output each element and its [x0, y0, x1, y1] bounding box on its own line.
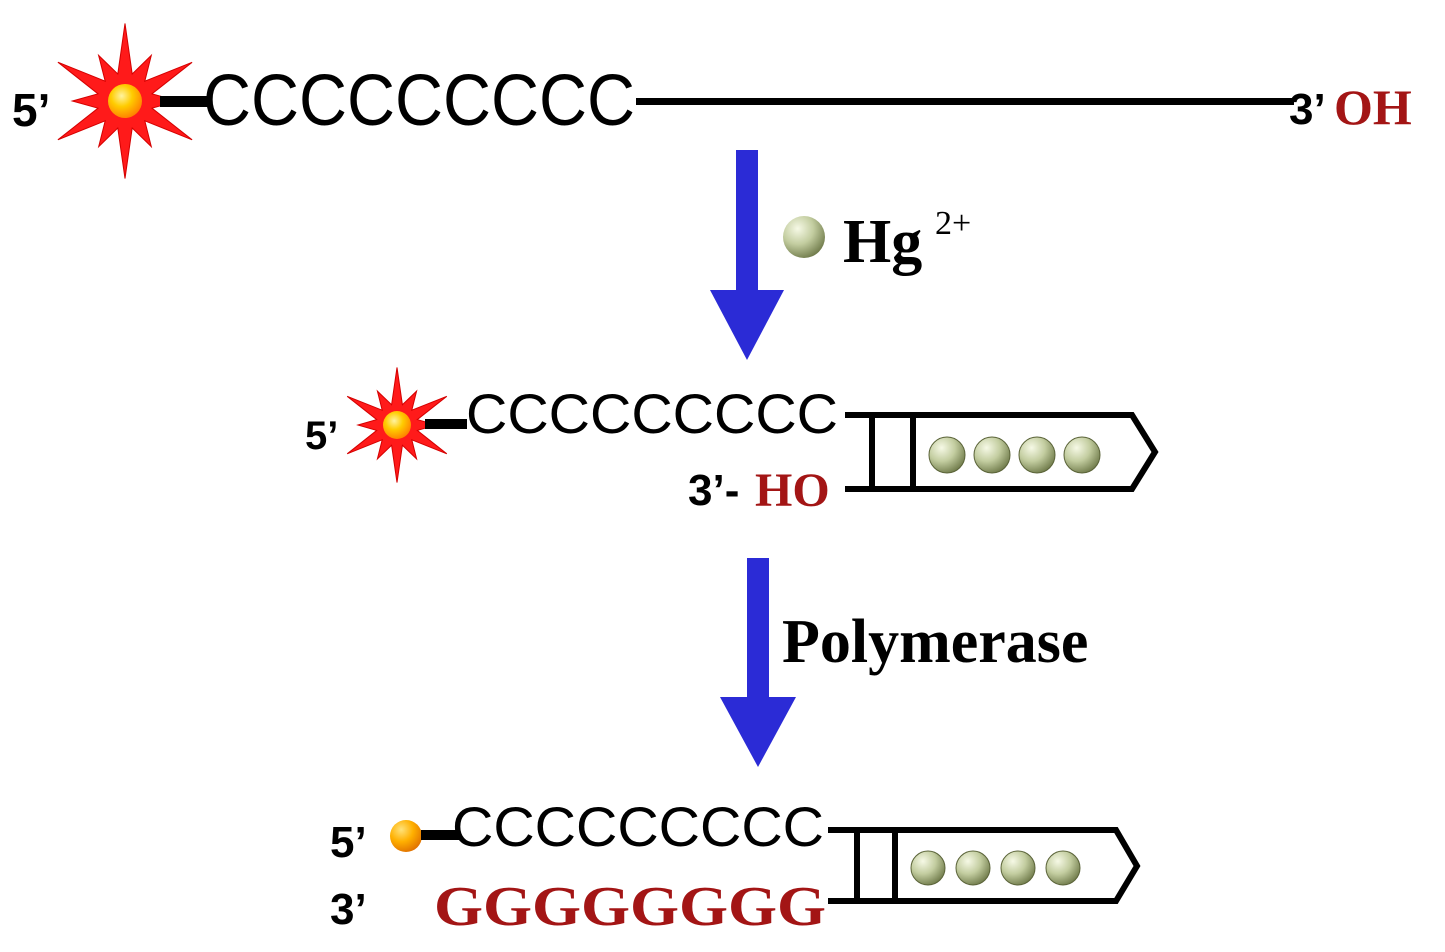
step3-mercury-balls	[910, 850, 1081, 886]
step1-five-prime: 5’	[12, 84, 50, 136]
mercury-ion-green-ball-icon	[973, 436, 1011, 474]
mercury-ion-green-ball-icon	[1018, 436, 1056, 474]
mercury-ion-green-ball-icon	[928, 436, 966, 474]
step1-linker	[160, 96, 208, 107]
step3-hairpin	[828, 827, 1141, 904]
mercury-ion-green-ball-icon	[1000, 850, 1036, 886]
step2-mercury-balls	[928, 436, 1101, 474]
step1-three-prime: 3’	[1289, 85, 1326, 134]
step2-three-prime: 3’-	[688, 466, 739, 515]
mercury-ion-green-ball-icon	[1045, 850, 1081, 886]
arrow1-label-base: Hg	[843, 208, 922, 276]
arrow1-down-arrow-icon	[710, 150, 784, 360]
arrow1-label-sup: 2+	[935, 205, 971, 242]
step1-sequence: CCCCCCCCC	[203, 61, 635, 141]
step2-terminal-ho: HO	[755, 464, 830, 517]
step3-three-prime: 3’	[330, 885, 367, 934]
mercury-ion-green-ball-icon	[1063, 436, 1101, 474]
step2-strand: 5’ CCCCCCCCC 3’- HO	[305, 367, 1159, 517]
step2-sequence: CCCCCCCCC	[466, 382, 838, 445]
mercury-ion-green-ball-icon	[783, 216, 825, 258]
mercury-ion-green-ball-icon	[955, 850, 991, 886]
step2-five-prime: 5’	[305, 414, 338, 458]
step3-quenched-orange-ball-icon	[390, 820, 422, 852]
step2-linker	[425, 419, 467, 429]
step3-linker	[421, 830, 459, 840]
step1-backbone-line	[636, 98, 1294, 105]
step1-fluorophore-starburst-icon	[57, 23, 193, 179]
arrow1-label: Hg 2+	[783, 205, 971, 276]
step3-strand: 5’ CCCCCCCCC 3’ GGGGGGGG	[330, 795, 1141, 938]
step1-terminal-oh: OH	[1334, 79, 1412, 135]
arrow2-down-arrow-icon	[720, 558, 796, 767]
arrow2-label: Polymerase	[782, 608, 1088, 676]
step3-five-prime: 5’	[330, 818, 367, 867]
step2-fluorophore-starburst-icon	[346, 367, 448, 483]
step3-complement: GGGGGGGG	[434, 876, 826, 938]
step1-strand: 5’ CCCCCCCCC 3’ OH	[12, 23, 1412, 179]
step2-hairpin	[845, 412, 1159, 492]
mercury-ion-green-ball-icon	[910, 850, 946, 886]
step3-sequence: CCCCCCCCC	[452, 795, 824, 858]
